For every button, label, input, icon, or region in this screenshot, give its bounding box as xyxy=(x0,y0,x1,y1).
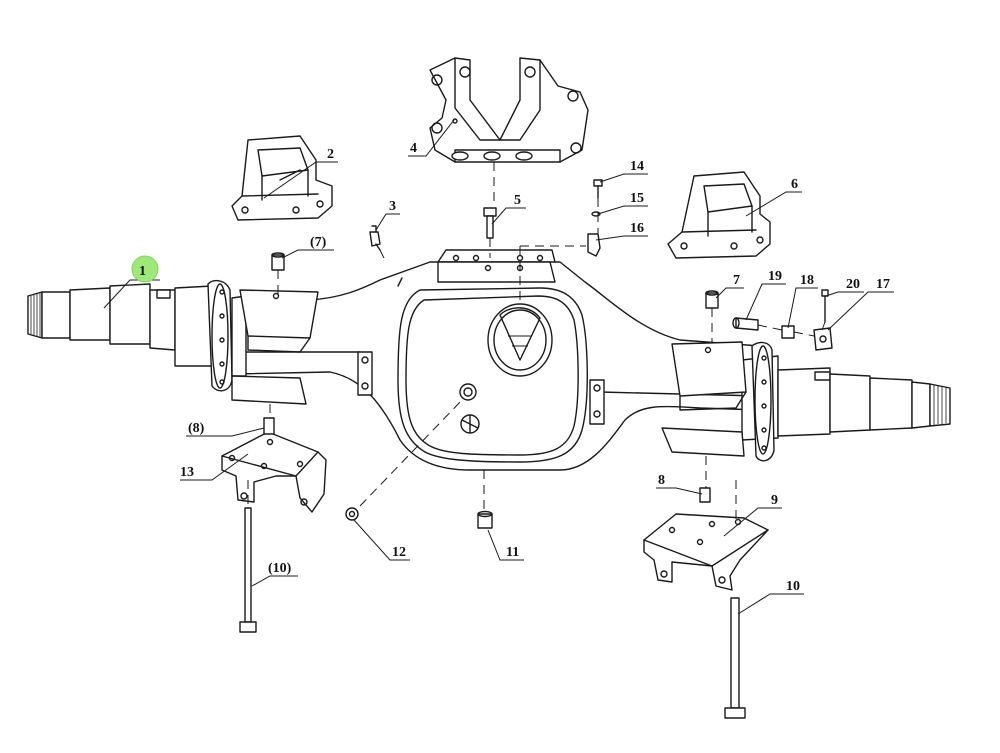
callout-5[interactable]: 5 xyxy=(514,193,521,208)
bushing-7-right[interactable] xyxy=(705,290,719,309)
callout-8-paren[interactable]: (8) xyxy=(188,421,205,436)
axle-housing[interactable] xyxy=(231,249,761,471)
left-axle-spindle[interactable] xyxy=(27,279,319,405)
bolt-20[interactable] xyxy=(821,289,829,323)
highlight-badge xyxy=(131,255,159,283)
callout-4[interactable]: 4 xyxy=(410,141,417,156)
stud-10-right[interactable] xyxy=(724,597,746,719)
plug-12[interactable] xyxy=(345,507,359,521)
callout-7[interactable]: 7 xyxy=(733,273,740,288)
left-upper-spring-seat[interactable] xyxy=(231,135,333,221)
bolt-14[interactable] xyxy=(593,179,603,199)
callout-7-paren[interactable]: (7) xyxy=(310,235,327,250)
bushing-7-left[interactable] xyxy=(271,252,285,271)
callout-12[interactable]: 12 xyxy=(392,545,406,560)
clip-16[interactable] xyxy=(587,233,601,257)
spline-teeth-left xyxy=(30,293,41,337)
block-18[interactable] xyxy=(781,325,795,339)
callout-1[interactable]: 1 xyxy=(139,264,146,279)
stud-10-left[interactable] xyxy=(239,507,257,633)
callout-19[interactable]: 19 xyxy=(768,269,782,284)
callout-20[interactable]: 20 xyxy=(846,277,860,292)
callout-16[interactable]: 16 xyxy=(630,221,644,236)
callout-9[interactable]: 9 xyxy=(771,493,778,508)
left-lower-spring-plate[interactable] xyxy=(221,431,327,513)
callout-10-paren[interactable]: (10) xyxy=(268,561,292,576)
nut-8-right[interactable] xyxy=(699,487,711,503)
nut-8-left[interactable] xyxy=(263,417,275,435)
breather-3[interactable] xyxy=(369,225,381,251)
right-lower-spring-plate[interactable] xyxy=(643,513,769,591)
callout-13[interactable]: 13 xyxy=(180,465,194,480)
callout-14[interactable]: 14 xyxy=(630,159,644,174)
callout-10[interactable]: 10 xyxy=(786,579,800,594)
upper-center-bracket[interactable] xyxy=(429,57,589,163)
callout-18[interactable]: 18 xyxy=(800,273,814,288)
callout-leaders xyxy=(103,119,894,615)
logo-mark xyxy=(460,414,480,434)
callout-6[interactable]: 6 xyxy=(791,177,798,192)
assembly-lines xyxy=(247,162,826,520)
pin-19[interactable] xyxy=(732,317,759,331)
spline-teeth-right xyxy=(933,385,947,425)
callout-15[interactable]: 15 xyxy=(630,191,644,206)
callout-8[interactable]: 8 xyxy=(658,473,665,488)
callout-3[interactable]: 3 xyxy=(389,199,396,214)
callout-17[interactable]: 17 xyxy=(876,277,890,292)
callout-11[interactable]: 11 xyxy=(506,545,519,560)
bushing-11[interactable] xyxy=(477,510,493,529)
right-axle-spindle[interactable] xyxy=(661,341,951,462)
right-upper-spring-seat[interactable] xyxy=(667,171,771,259)
bolt-5[interactable] xyxy=(483,207,497,239)
callout-2[interactable]: 2 xyxy=(327,147,334,162)
block-17[interactable] xyxy=(813,327,833,351)
callout-labels: 1 2 3 4 5 6 (7) 7 (8) 8 9 (10) 10 11 12 … xyxy=(131,141,890,594)
